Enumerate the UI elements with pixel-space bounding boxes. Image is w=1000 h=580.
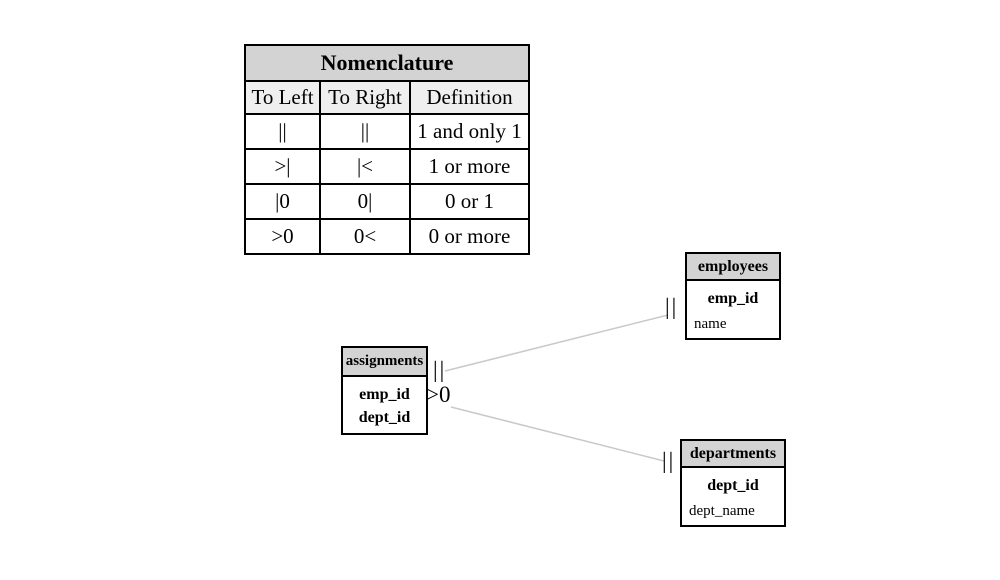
column-header-definition: Definition bbox=[409, 80, 530, 115]
entity-field-pk: emp_id bbox=[707, 290, 759, 307]
table-row: || || 1 and only 1 bbox=[244, 113, 530, 150]
definition-cell: 0 or 1 bbox=[409, 183, 530, 220]
column-header-to-left: To Left bbox=[244, 80, 321, 115]
cardinality-marker-assignments-departments-end: || bbox=[662, 448, 676, 473]
nomenclature-column-header-row: To Left To Right Definition bbox=[244, 80, 530, 115]
entity-body-employees: emp_id name bbox=[687, 281, 779, 336]
entity-body-assignments: emp_id dept_id bbox=[343, 377, 426, 429]
relationship-line-assignments-departments bbox=[450, 406, 665, 462]
cardinality-marker-assignments-employees-start: || bbox=[433, 357, 447, 382]
symbol-to-right-cell: |< bbox=[319, 148, 411, 185]
definition-cell: 0 or more bbox=[409, 218, 530, 255]
entity-body-departments: dept_id dept_name bbox=[682, 468, 784, 523]
symbol-to-left-cell: |0 bbox=[244, 183, 321, 220]
definition-cell: 1 or more bbox=[409, 148, 530, 185]
entity-header-departments: departments bbox=[682, 441, 784, 468]
nomenclature-title-row: Nomenclature bbox=[244, 44, 530, 82]
symbol-to-right-cell: 0< bbox=[319, 218, 411, 255]
table-row: |0 0| 0 or 1 bbox=[244, 183, 530, 220]
symbol-to-left-cell: || bbox=[244, 113, 321, 150]
nomenclature-table: Nomenclature To Left To Right Definition… bbox=[244, 44, 530, 255]
table-row: >| |< 1 or more bbox=[244, 148, 530, 185]
definition-cell: 1 and only 1 bbox=[409, 113, 530, 150]
entity-header-assignments: assignments bbox=[343, 348, 426, 377]
symbol-to-right-cell: 0| bbox=[319, 183, 411, 220]
entity-assignments: assignments emp_id dept_id bbox=[341, 346, 428, 435]
symbol-to-left-cell: >| bbox=[244, 148, 321, 185]
entity-field-pk: dept_id bbox=[358, 409, 411, 426]
entity-departments: departments dept_id dept_name bbox=[680, 439, 786, 527]
entity-field-pk: emp_id bbox=[359, 386, 410, 403]
entity-field-pk: dept_id bbox=[707, 477, 759, 494]
entity-employees: employees emp_id name bbox=[685, 252, 781, 340]
symbol-to-left-cell: >0 bbox=[244, 218, 321, 255]
entity-field: dept_name bbox=[689, 503, 755, 519]
cardinality-marker-assignments-departments-start: >0 bbox=[426, 382, 451, 407]
cardinality-marker-assignments-employees-end: || bbox=[665, 294, 679, 319]
column-header-to-right: To Right bbox=[319, 80, 411, 115]
nomenclature-title: Nomenclature bbox=[244, 44, 530, 82]
relationship-line-assignments-employees bbox=[444, 314, 669, 372]
table-row: >0 0< 0 or more bbox=[244, 218, 530, 255]
symbol-to-right-cell: || bbox=[319, 113, 411, 150]
entity-header-employees: employees bbox=[687, 254, 779, 281]
entity-field: name bbox=[694, 316, 727, 332]
